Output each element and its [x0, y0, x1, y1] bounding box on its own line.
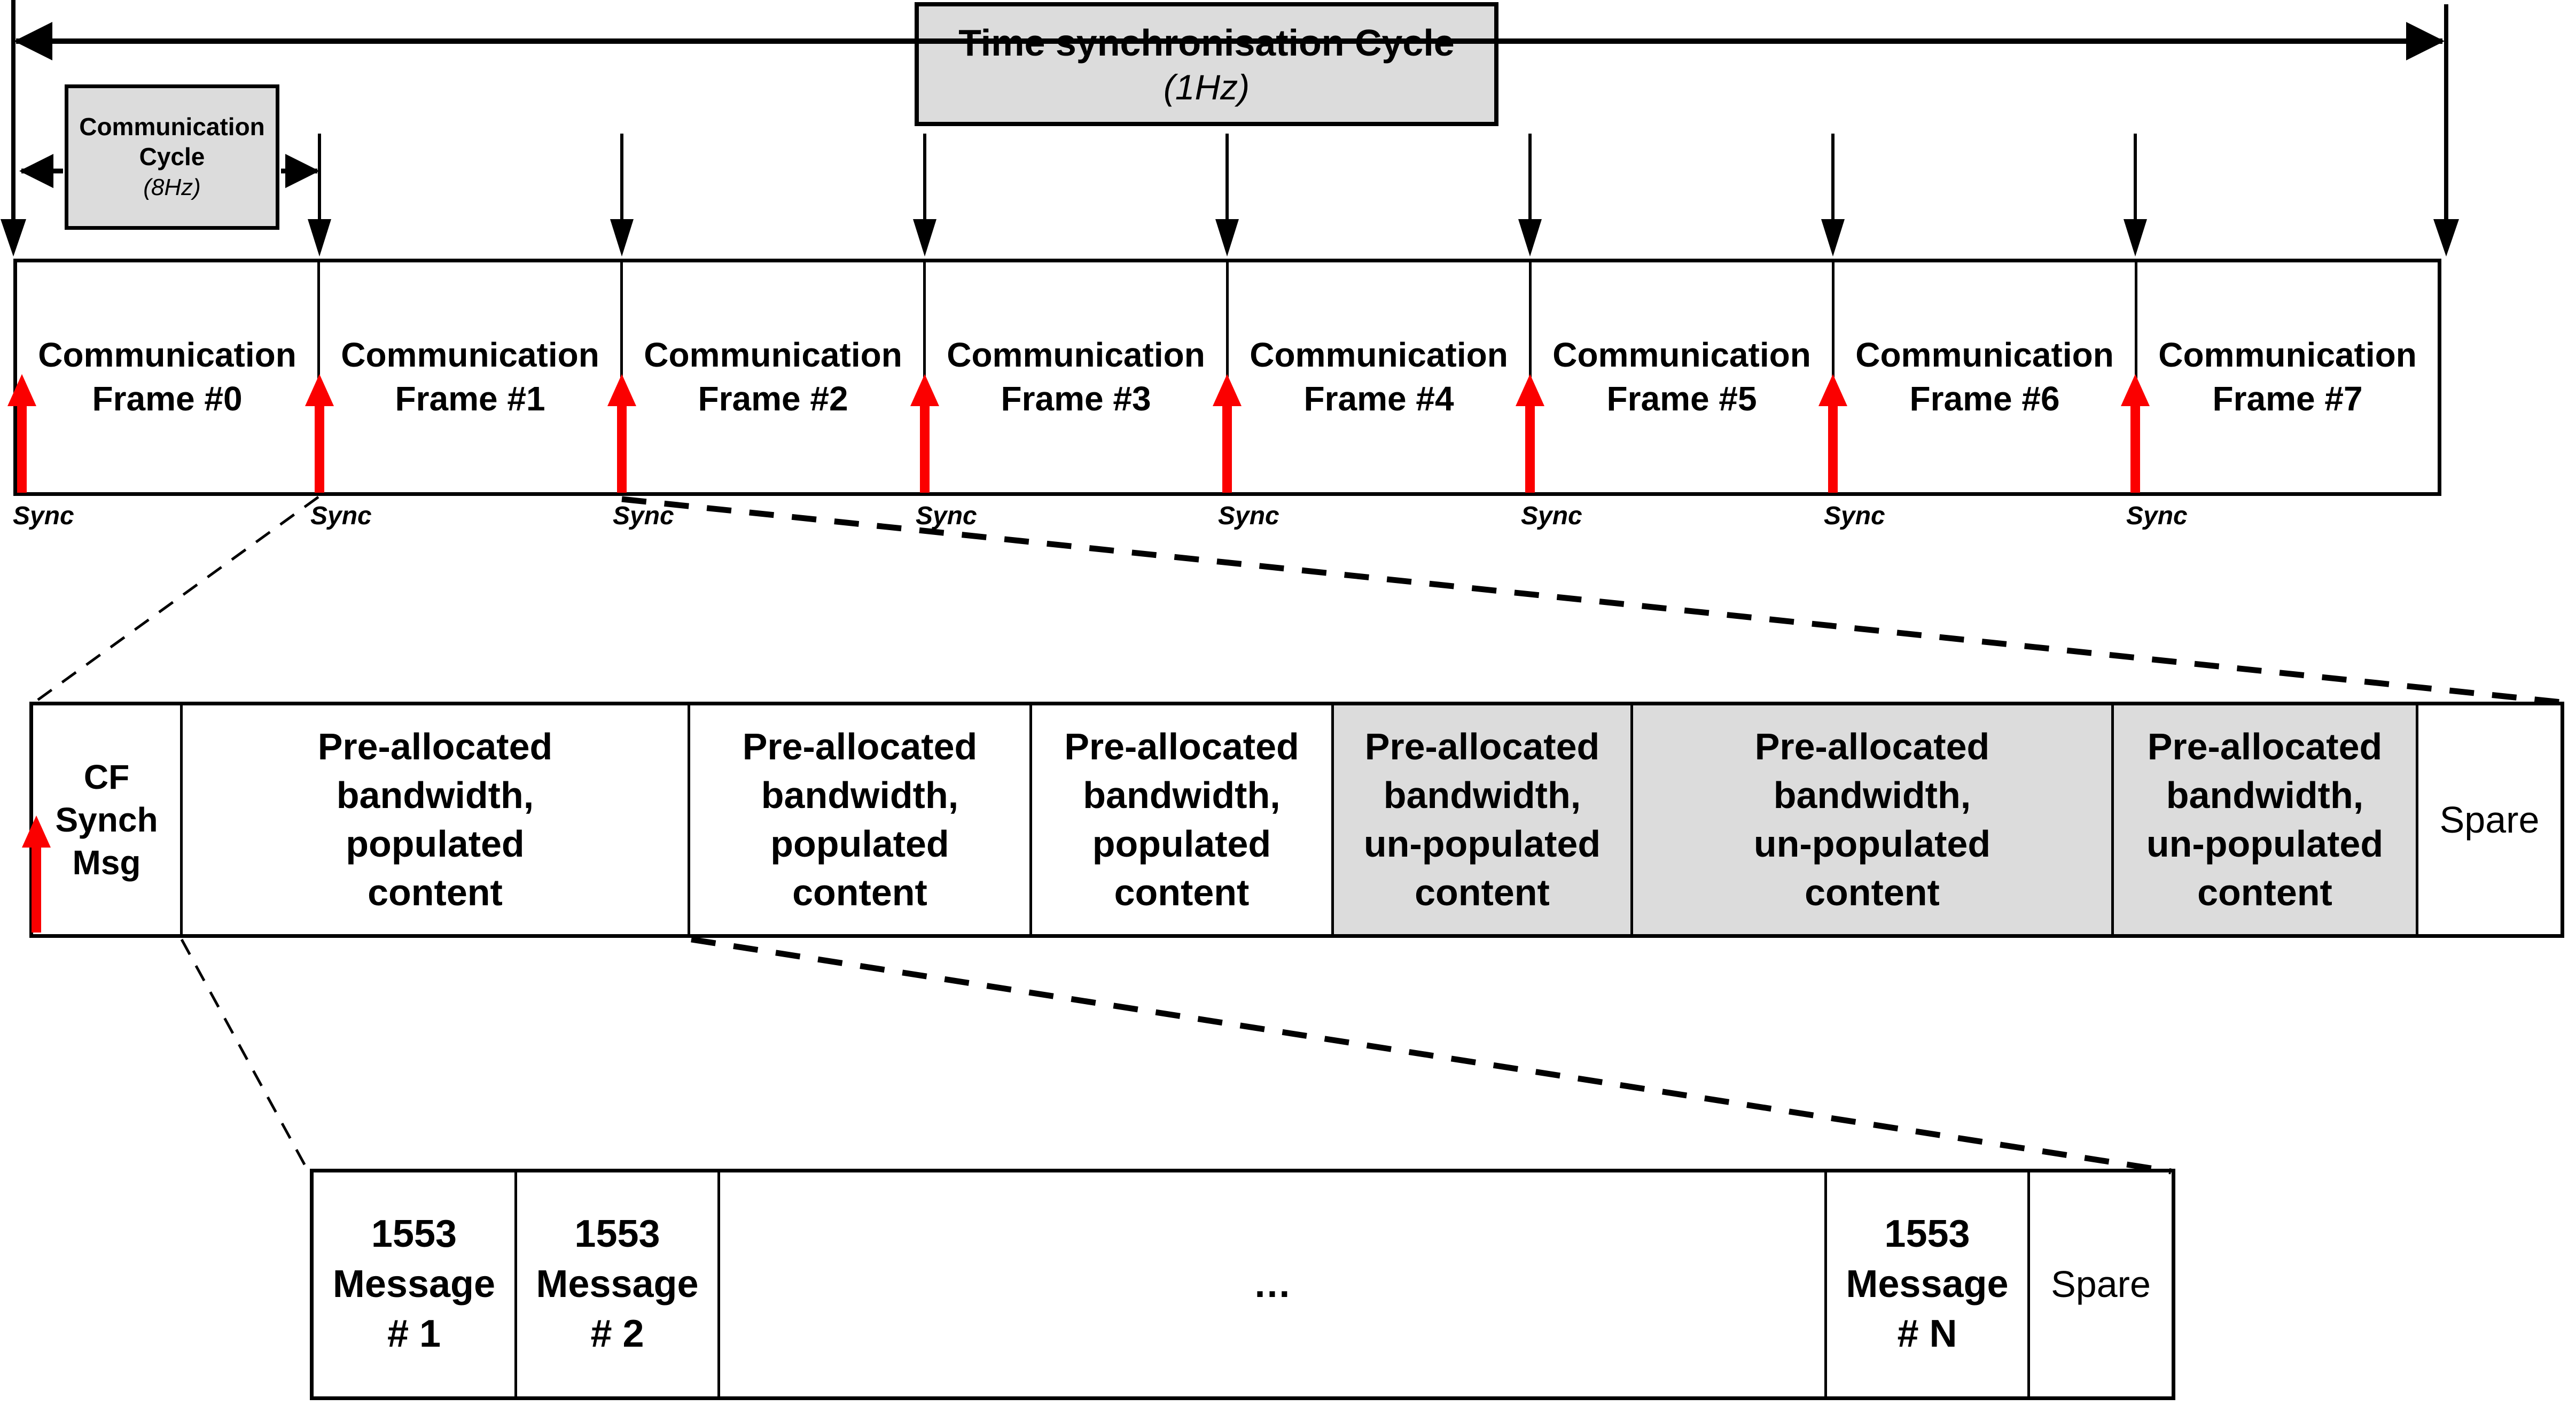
message-slot-detail-row: 1553 Message # 1 1553 Message # 2 … 1553…: [310, 1169, 2175, 1400]
preallocated-populated-cell-2: Pre-allocated bandwidth, populated conte…: [688, 705, 1029, 934]
frame1-expand-right-dash: [621, 496, 2562, 705]
message-n-cell: 1553 Message # N: [1824, 1172, 2027, 1396]
preallocated-unpopulated-cell-2: Pre-allocated bandwidth, un-populated co…: [1630, 705, 2111, 934]
comm-frame-0-label: Communication Frame #0: [38, 336, 296, 418]
preallocated-populated-label-2: Pre-allocated bandwidth, populated conte…: [742, 726, 978, 913]
down-arrowhead-icon-6: [1821, 219, 1845, 257]
comm-frame-1-label: Communication Frame #1: [341, 336, 599, 418]
preallocated-populated-label-3: Pre-allocated bandwidth, populated conte…: [1064, 726, 1299, 913]
communication-cycle-frequency: (8Hz): [143, 174, 201, 200]
time-sync-left-arrowhead-icon: [14, 22, 52, 60]
comm-frame-0-cell: Communication Frame #0: [17, 262, 317, 492]
sync-label-4: Sync: [1218, 502, 1279, 530]
sync-label-3: Sync: [916, 502, 977, 530]
preallocated-unpopulated-label-3: Pre-allocated bandwidth, un-populated co…: [2146, 726, 2384, 913]
preallocated-populated-label-1: Pre-allocated bandwidth, populated conte…: [317, 726, 553, 913]
preallocated-unpopulated-cell-1: Pre-allocated bandwidth, un-populated co…: [1331, 705, 1630, 934]
communication-cycle-title: Communication Cycle: [79, 113, 265, 171]
cf-synch-msg-cell: CF Synch Msg: [33, 705, 180, 934]
frame-boundary-arrows: [308, 134, 2147, 257]
cf-synch-msg-label: CF Synch Msg: [55, 758, 158, 882]
message-spare-cell: Spare: [2027, 1172, 2172, 1396]
comm-frame-5-cell: Communication Frame #5: [1529, 262, 1832, 492]
down-arrowhead-icon-1: [308, 219, 331, 257]
down-arrowhead-icon-2: [610, 219, 634, 257]
communication-cycle-box: Communication Cycle (8Hz): [65, 84, 279, 230]
message-1-cell: 1553 Message # 1: [314, 1172, 514, 1396]
time-sync-right-arrowhead-icon: [2406, 22, 2445, 60]
message-ellipsis-cell: …: [717, 1172, 1824, 1396]
message-2-label: 1553 Message # 2: [536, 1213, 699, 1356]
time-sync-cycle-box: Time synchronisation Cycle (1Hz): [915, 2, 1498, 126]
message-ellipsis: …: [1253, 1262, 1292, 1306]
preallocated-unpopulated-cell-3: Pre-allocated bandwidth, un-populated co…: [2111, 705, 2416, 934]
comm-frame-7-label: Communication Frame #7: [2158, 336, 2417, 418]
comm-frame-5-label: Communication Frame #5: [1552, 336, 1811, 418]
comm-cycle-left-arrowhead-icon: [19, 154, 53, 188]
comm-frame-7-cell: Communication Frame #7: [2135, 262, 2438, 492]
frame-spare-cell: Spare: [2416, 705, 2561, 934]
frame1-expand-left-dash: [32, 495, 319, 705]
preallocated-unpopulated-label-2: Pre-allocated bandwidth, un-populated co…: [1753, 726, 1991, 913]
comm-frame-4-label: Communication Frame #4: [1250, 336, 1508, 418]
message-1-label: 1553 Message # 1: [332, 1213, 496, 1356]
sync-label-6: Sync: [1824, 502, 1885, 530]
right-boundary-arrowhead-icon: [2433, 219, 2459, 257]
sync-label-7: Sync: [2126, 502, 2188, 530]
down-arrowhead-icon-4: [1215, 219, 1239, 257]
preallocated-populated-cell-3: Pre-allocated bandwidth, populated conte…: [1029, 705, 1331, 934]
communication-frame-row: Communication Frame #0 Communication Fra…: [13, 259, 2441, 496]
comm-frame-1-cell: Communication Frame #1: [317, 262, 620, 492]
communication-frame-detail-row: CF Synch Msg Pre-allocated bandwidth, po…: [29, 702, 2564, 938]
slot-expand-left-dash: [180, 938, 309, 1171]
time-sync-cycle-frequency: (1Hz): [1163, 67, 1250, 107]
comm-frame-6-label: Communication Frame #6: [1855, 336, 2114, 418]
comm-frame-6-cell: Communication Frame #6: [1832, 262, 2135, 492]
time-sync-cycle-title: Time synchronisation Cycle: [958, 21, 1455, 64]
sync-label-1: Sync: [310, 502, 372, 530]
down-arrowhead-icon-7: [2124, 219, 2147, 257]
down-arrowhead-icon-5: [1518, 219, 1542, 257]
message-n-label: 1553 Message # N: [1846, 1213, 2009, 1356]
comm-frame-3-cell: Communication Frame #3: [923, 262, 1226, 492]
preallocated-unpopulated-label-1: Pre-allocated bandwidth, un-populated co…: [1363, 726, 1601, 913]
comm-frame-2-label: Communication Frame #2: [644, 336, 902, 418]
left-boundary-arrowhead-icon: [1, 219, 26, 257]
comm-frame-3-label: Communication Frame #3: [947, 336, 1205, 418]
comm-frame-2-cell: Communication Frame #2: [620, 262, 923, 492]
sync-label-0: Sync: [13, 502, 74, 530]
message-2-cell: 1553 Message # 2: [514, 1172, 717, 1396]
message-spare-label: Spare: [2051, 1263, 2151, 1305]
slot-expand-right-dash: [691, 936, 2172, 1175]
down-arrowhead-icon-3: [913, 219, 936, 257]
comm-cycle-right-arrowhead-icon: [285, 154, 319, 188]
comm-frame-4-cell: Communication Frame #4: [1226, 262, 1529, 492]
sync-label-5: Sync: [1521, 502, 1582, 530]
frame-spare-label: Spare: [2439, 798, 2540, 841]
sync-label-2: Sync: [613, 502, 674, 530]
preallocated-populated-cell-1: Pre-allocated bandwidth, populated conte…: [180, 705, 688, 934]
